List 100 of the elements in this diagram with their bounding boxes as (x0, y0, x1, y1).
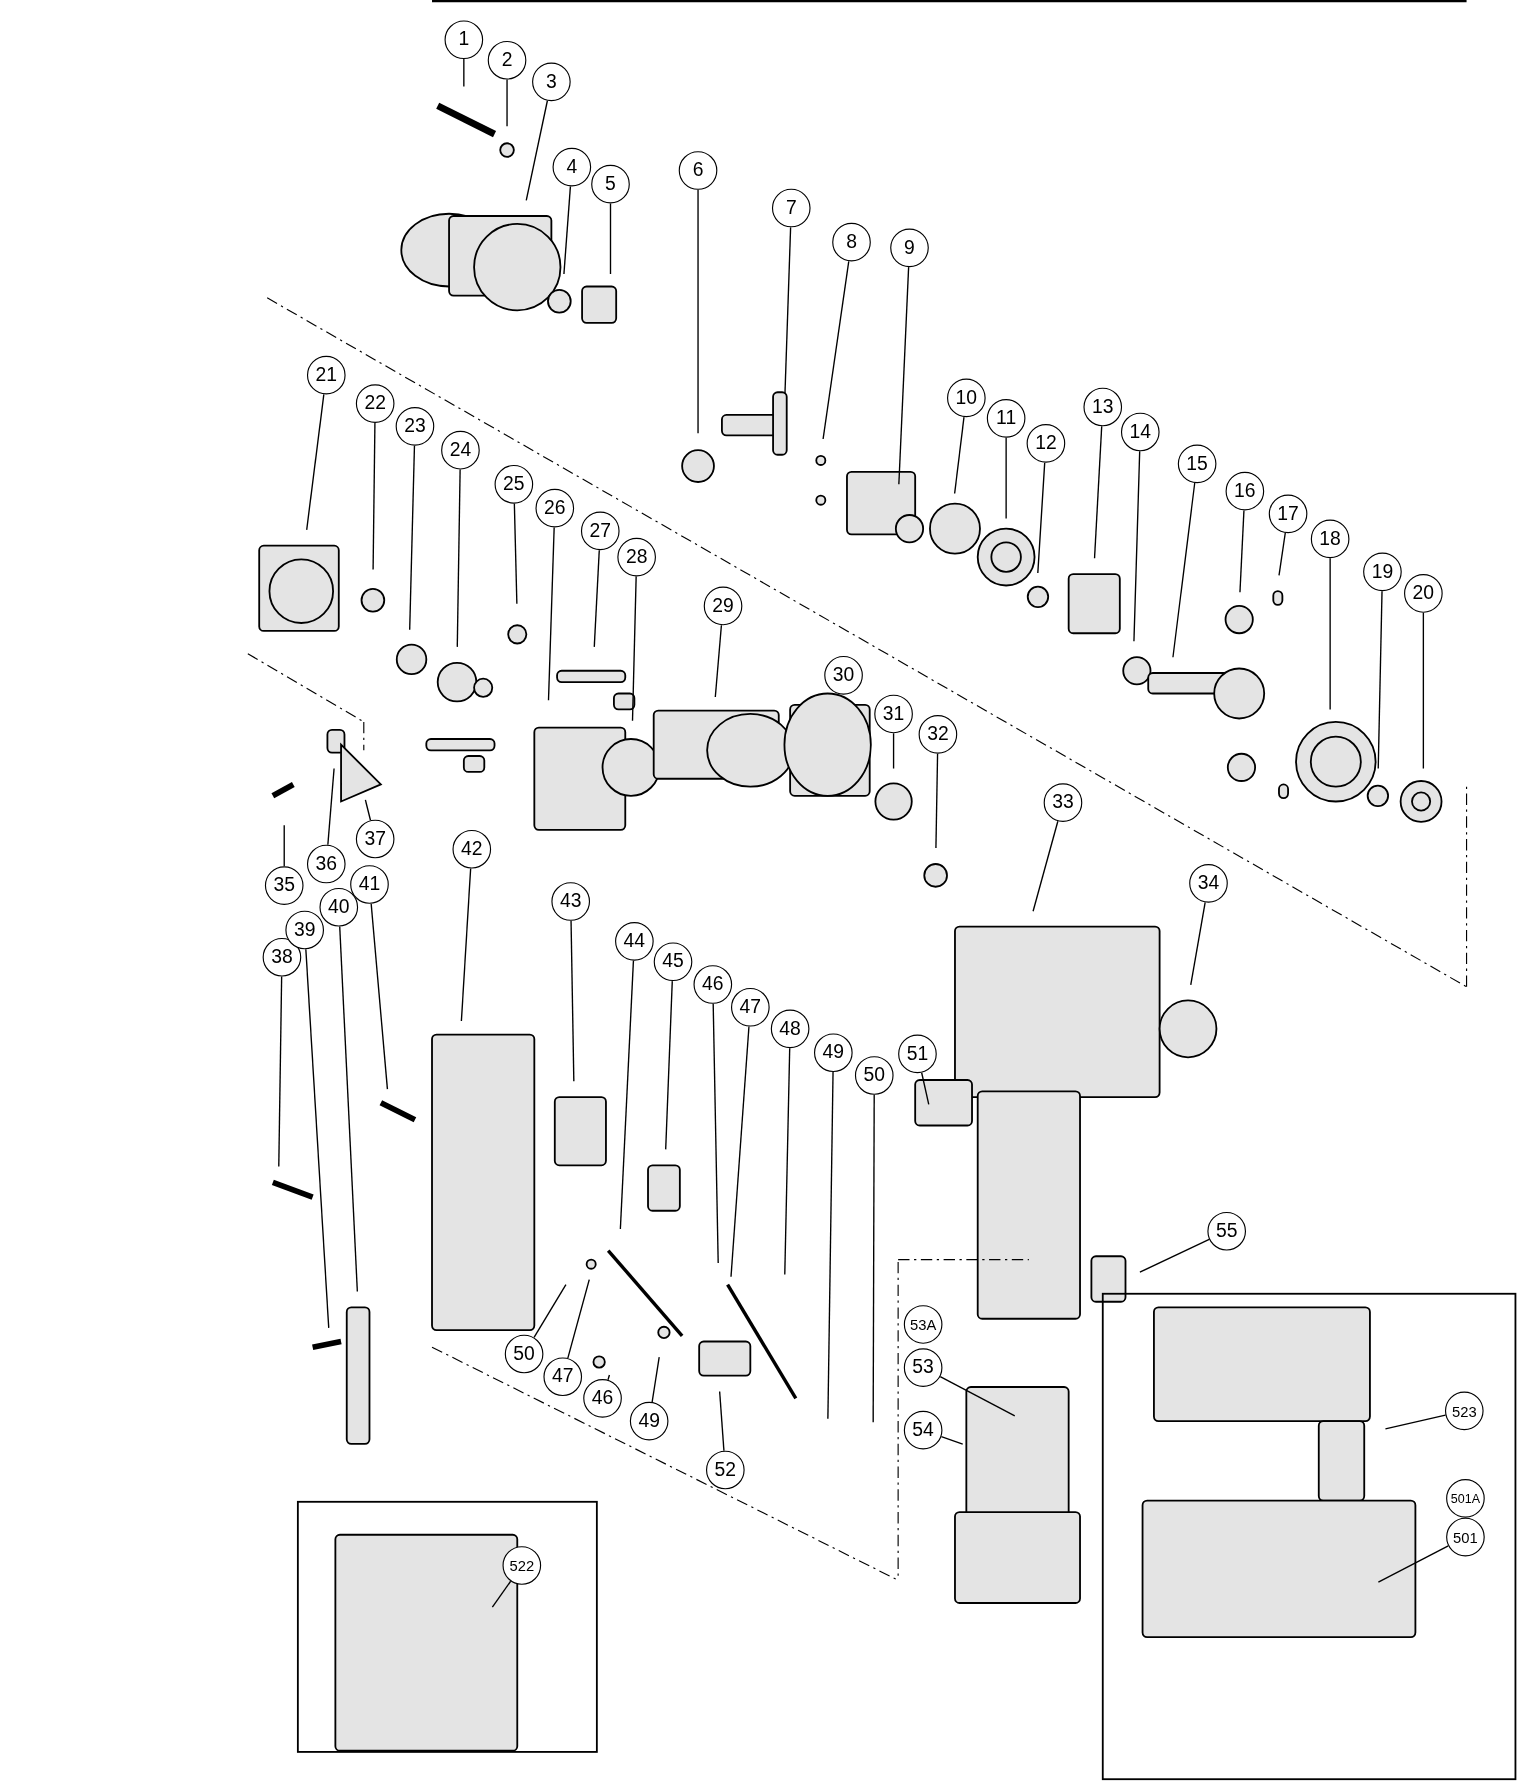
callout-number: 50 (504, 1334, 544, 1374)
callout-number: 45 (653, 942, 693, 982)
leader-line (921, 1072, 930, 1105)
leader-line (306, 393, 325, 531)
callout-number: 1 (444, 20, 484, 60)
leader-line (506, 78, 508, 127)
callout-number: 23 (395, 407, 435, 446)
leader-line (718, 1390, 725, 1452)
callout-number: 28 (617, 537, 656, 577)
callout-number: 51 (898, 1034, 937, 1074)
callout-number: 47 (543, 1357, 583, 1397)
leader-line (1190, 901, 1206, 986)
callout-number: 19 (1363, 552, 1402, 592)
callout-number: 18 (1310, 519, 1350, 559)
leader-line (456, 468, 461, 648)
callout-number: 24 (441, 430, 480, 470)
leader-line (619, 959, 635, 1230)
callout-number: 17 (1268, 494, 1308, 534)
leader-line (463, 58, 465, 88)
leader-line (1422, 612, 1425, 770)
callout-number: 10 (947, 378, 986, 418)
callout-number: 46 (693, 965, 733, 1004)
leader-line (939, 1376, 1016, 1417)
callout-number: 32 (918, 715, 958, 754)
callout-number: 38 (262, 937, 302, 977)
leader-line (1005, 437, 1007, 520)
leader-line (1133, 450, 1141, 642)
leader-line (665, 980, 673, 1151)
leader-line (940, 1435, 964, 1445)
leader-line (784, 1047, 791, 1276)
callout-number: 39 (285, 910, 324, 950)
callout-number: 54 (903, 1410, 943, 1450)
leader-line (872, 1094, 875, 1423)
leader-line (609, 202, 612, 275)
leader-line (563, 185, 572, 275)
callout-number: 53 (903, 1348, 943, 1387)
leader-line (370, 903, 389, 1090)
leader-line (305, 948, 330, 1329)
callout-number: 20 (1404, 574, 1443, 613)
leader-line (372, 422, 376, 571)
leader-line (607, 1374, 611, 1381)
callout-number: 9 (890, 228, 929, 268)
leader-line (1032, 820, 1059, 912)
callout-number: 37 (355, 819, 395, 859)
leader-line (827, 1071, 834, 1420)
callout-number: 43 (551, 882, 591, 921)
callout-number: 14 (1120, 412, 1160, 452)
callout-number: 7 (771, 188, 811, 228)
leader-line (567, 1278, 590, 1359)
leader-line (892, 732, 895, 770)
callout-number: 49 (814, 1033, 853, 1073)
callout-number: 50 (854, 1056, 894, 1095)
callout-number: 22 (355, 384, 395, 423)
leader-line (714, 624, 723, 698)
callout-number: 46 (583, 1379, 622, 1418)
leader-line (1172, 482, 1196, 658)
callout-number: 40 (319, 887, 359, 927)
leader-line (1377, 1545, 1449, 1583)
leader-line (283, 824, 285, 867)
callout-number: 5 (591, 164, 630, 204)
leader-line (1384, 1414, 1447, 1430)
callout-number: 21 (306, 355, 346, 395)
leader-line (525, 100, 549, 202)
leader-line (513, 502, 518, 605)
callout-number: 25 (494, 465, 534, 504)
callout-number: 31 (874, 694, 913, 734)
callout-number: 36 (306, 844, 346, 884)
callout-number: 41 (350, 865, 389, 904)
leader-line (339, 925, 359, 1293)
leader-line (364, 799, 372, 821)
callout-number: 49 (629, 1401, 669, 1441)
leader-line (327, 767, 335, 846)
leader-line (278, 975, 283, 1168)
leader-line (697, 189, 699, 434)
leader-line (491, 1580, 512, 1608)
callout-number: 47 (731, 987, 770, 1027)
callout-number: 12 (1026, 424, 1066, 463)
callout-number: 3 (532, 62, 571, 102)
callout-number: 33 (1043, 783, 1083, 822)
leader-line (784, 226, 792, 395)
leader-line (935, 753, 939, 849)
leader-line (651, 1356, 660, 1403)
callout-number: 42 (452, 829, 492, 869)
leader-line (712, 1003, 719, 1264)
leader-line (631, 575, 637, 722)
leader-line (570, 920, 575, 1082)
callout-number: 35 (264, 866, 304, 905)
leader-line (1037, 462, 1046, 574)
callout-number: 11 (986, 399, 1026, 438)
callout-number: 34 (1189, 864, 1228, 903)
callout-number: 8 (832, 222, 871, 262)
callout-number: 2 (487, 40, 527, 80)
callout-number: 501A (1446, 1479, 1485, 1518)
callout-number: 16 (1225, 471, 1265, 511)
leader-line (409, 444, 416, 631)
callout-number: 30 (824, 655, 863, 695)
callout-number: 27 (580, 511, 620, 551)
callout-number: 48 (770, 1009, 810, 1049)
leader-line (460, 867, 472, 1022)
leader-line (1329, 557, 1331, 711)
